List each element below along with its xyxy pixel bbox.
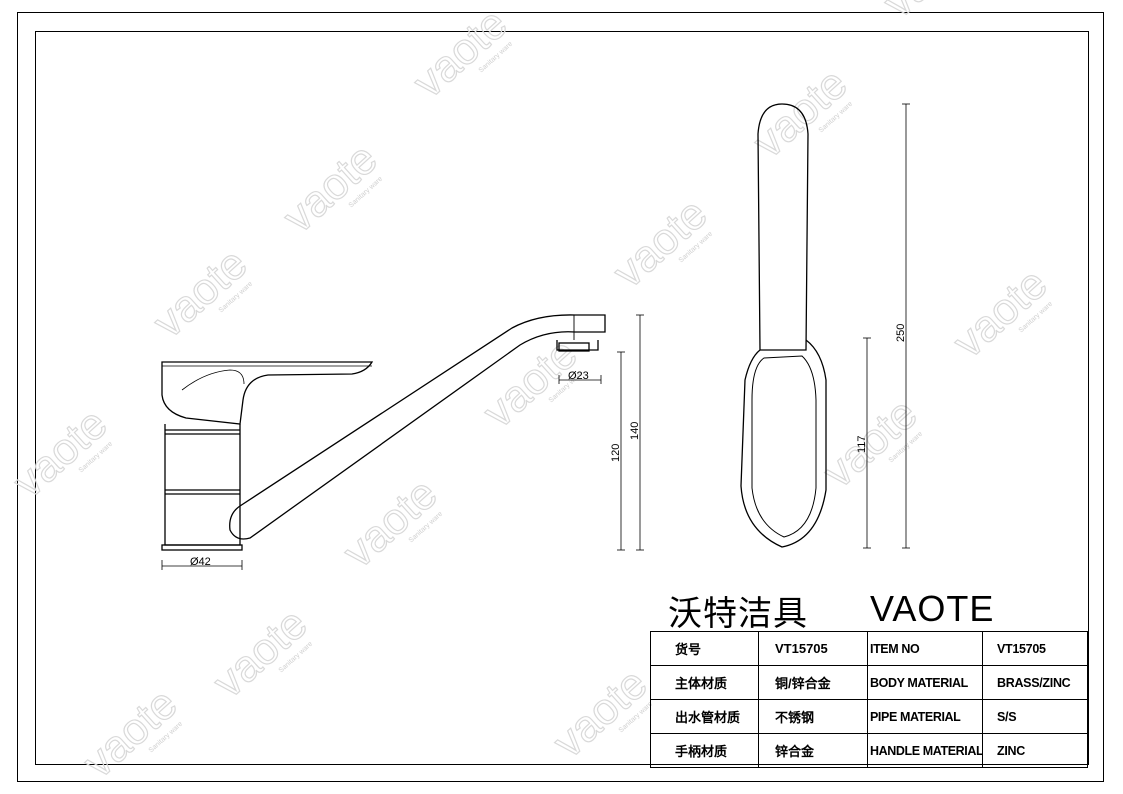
label-en: PIPE MATERIAL <box>867 699 983 734</box>
front-body <box>164 424 241 546</box>
outer-border <box>17 12 1104 782</box>
dim-side-total-height: 250 <box>895 324 907 342</box>
inner-border <box>35 31 1089 765</box>
value-cn: VT15705 <box>758 631 868 666</box>
label-en: ITEM NO <box>867 631 983 666</box>
front-handle <box>161 361 374 425</box>
front-view <box>161 314 606 551</box>
brand-name-english: VAOTE <box>870 588 995 629</box>
value-cn: 铜/锌合金 <box>758 665 868 700</box>
label-cn: 出水管材质 <box>650 699 759 734</box>
label-cn: 货号 <box>650 631 759 666</box>
side-handle-top <box>757 103 809 351</box>
front-spout <box>229 314 606 540</box>
dim-spout-diameter: Ø23 <box>568 370 589 382</box>
label-en: HANDLE MATERIAL <box>867 733 983 768</box>
table-row: 手柄材质 锌合金 HANDLE MATERIAL ZINC <box>650 733 1088 768</box>
value-en: ZINC <box>982 733 1088 768</box>
value-en: VT15705 <box>982 631 1088 666</box>
dim-base-diameter: Ø42 <box>190 556 211 568</box>
value-en: S/S <box>982 699 1088 734</box>
spec-table: 货号 VT15705 ITEM NO VT15705 主体材质 铜/锌合金 BO… <box>650 631 1088 768</box>
side-handle-outer <box>740 339 827 548</box>
side-view <box>740 103 827 548</box>
label-cn: 主体材质 <box>650 665 759 700</box>
label-en: BODY MATERIAL <box>867 665 983 700</box>
value-cn: 锌合金 <box>758 733 868 768</box>
brand-name-chinese: 沃特洁具 <box>668 594 808 634</box>
side-dimensions <box>863 103 910 549</box>
value-en: BRASS/ZINC <box>982 665 1088 700</box>
dim-total-height: 140 <box>629 422 641 440</box>
front-dimensions <box>161 314 644 570</box>
table-row: 出水管材质 不锈钢 PIPE MATERIAL S/S <box>650 699 1088 734</box>
watermark-text: vaote <box>874 0 987 27</box>
table-row: 主体材质 铜/锌合金 BODY MATERIAL BRASS/ZINC <box>650 665 1088 700</box>
label-cn: 手柄材质 <box>650 733 759 768</box>
side-handle-inner <box>751 355 817 538</box>
value-cn: 不锈钢 <box>758 699 868 734</box>
dim-spout-height: 120 <box>610 444 622 462</box>
dim-side-handle-height: 117 <box>856 435 868 453</box>
table-row: 货号 VT15705 ITEM NO VT15705 <box>650 631 1088 666</box>
